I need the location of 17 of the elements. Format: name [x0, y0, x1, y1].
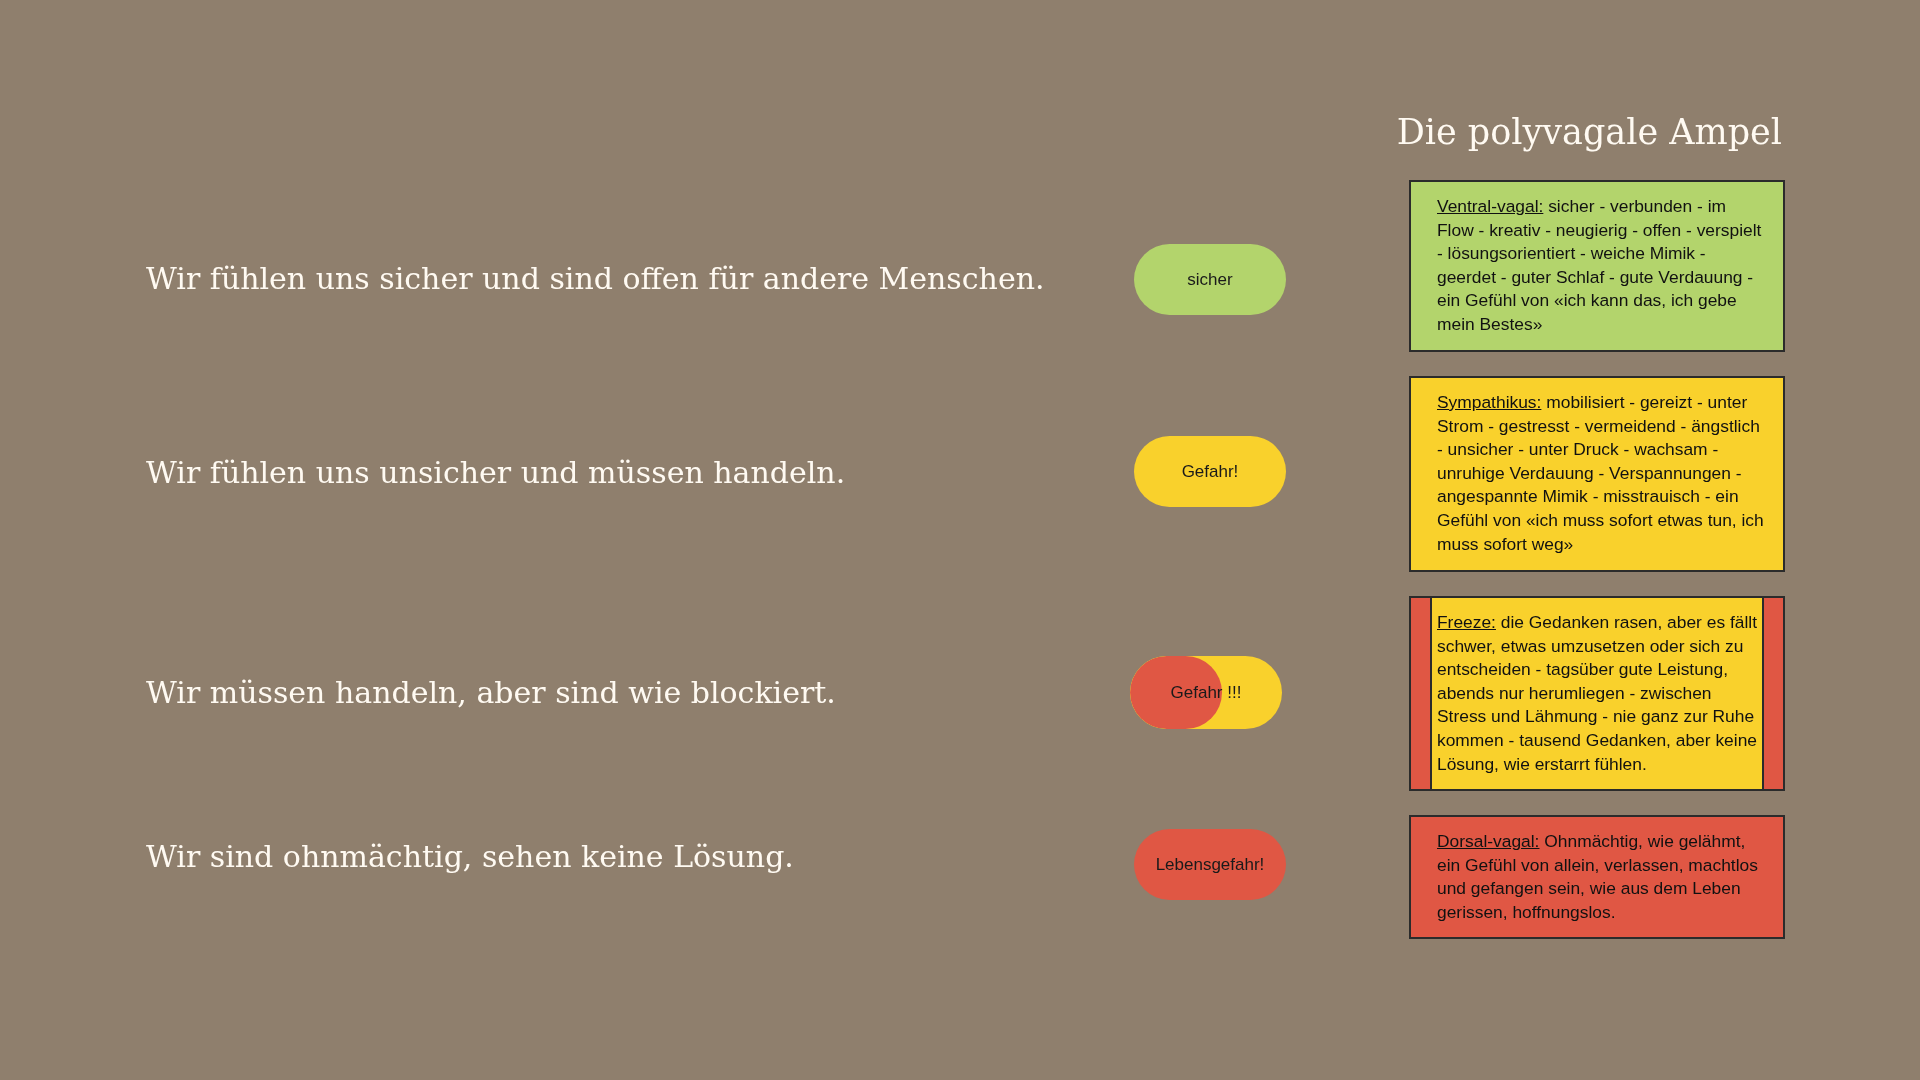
statement-text: Wir fühlen uns unsicher und müssen handeln. [146, 454, 846, 492]
description-text: Ventral-vagal: sicher - verbunden - im Flow - kreativ - neugierig - offen - verspielt - lösungsorientiert - weiche Mimik - geerdet - guter Schlaf - gute Verdauung - ein Gefühl von «ich kann das, ich gebe mein Bestes» [1437, 195, 1763, 336]
statement-text: Wir müssen handeln, aber sind wie blockiert. [146, 674, 836, 712]
description-text: Sympathikus: mobilisiert - gereizt - unter Strom - gestresst - vermeidend - ängstlich - unsicher - unter Druck - wachsam - unruhige Verdauung - Verspannungen - angespannte Mimik - misstrauisch - ein Gefühl von «ich muss sofort etwas tun, ich muss sofort weg» [1437, 391, 1765, 556]
status-label: sicher [1187, 268, 1233, 291]
statement-text: Wir sind ohnmächtig, sehen keine Lösung. [146, 838, 794, 876]
info-card [1409, 376, 1785, 572]
info-card [1409, 815, 1785, 939]
title: Die polyvagale Ampel [1396, 111, 1782, 154]
description-text: Dorsal-vagal: Ohnmächtig, wie gelähmt, ein Gefühl von allein, verlassen, machtlos und gefangen sein, wie aus dem Leben gerissen, hoffnungslos. [1437, 830, 1759, 924]
info-card [1409, 180, 1785, 352]
status-label: Gefahr! [1181, 460, 1239, 483]
description-text: Freeze: die Gedanken rasen, aber es fällt schwer, etwas umzusetzen oder sich zu entscheiden - tagsüber gute Leistung, abends nur herumliegen - zwischen Stress und Lähmung - nie ganz zur Ruhe kommen - tausend Gedanken, aber keine Lösung, wie erstarrt fühlen. [1437, 611, 1758, 776]
status-label: Lebensgefahr! [1155, 853, 1265, 876]
status-label: Gefahr !!! [1170, 681, 1242, 704]
statement-text: Wir fühlen uns sicher und sind offen für andere Menschen. [146, 260, 1045, 298]
info-card [1409, 596, 1785, 791]
